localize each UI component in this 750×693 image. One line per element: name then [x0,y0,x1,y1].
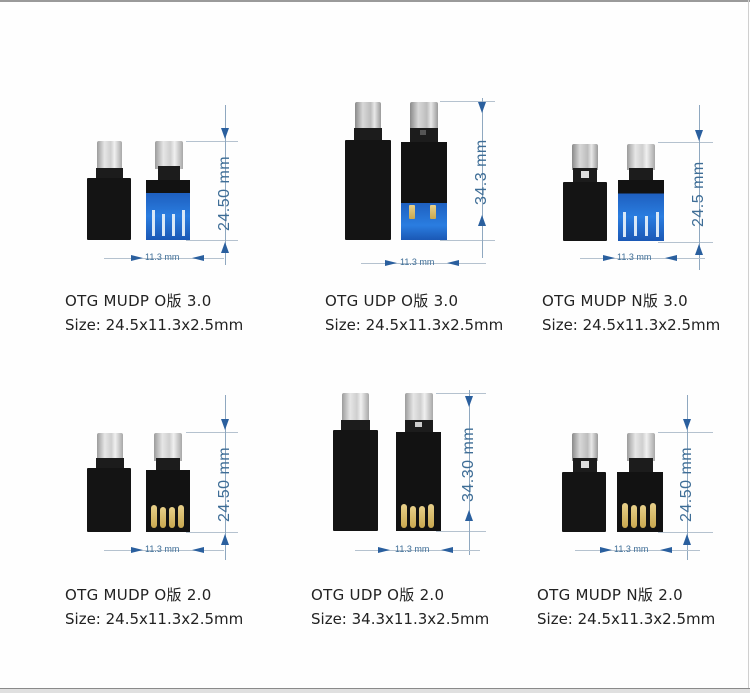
arrow-right-icon [385,260,397,266]
right-border [748,0,749,692]
width-dimension-label: 11.3 mm [614,544,649,554]
arrow-down-icon [695,130,703,141]
dimension-line-horizontal [575,550,700,551]
product-title: OTG MUDP O版 2.0 [65,586,212,604]
dimension-extension-bottom [436,531,486,532]
product-title: OTG MUDP N版 3.0 [542,292,688,310]
product-size: Size: 24.5x11.3x2.5mm [542,316,721,334]
arrow-right-icon [378,547,390,553]
dimension-line-vertical [687,395,688,560]
dimension-extension-bottom [440,240,495,241]
top-border [0,0,750,2]
arrow-right-icon [131,255,143,261]
dimension-line-vertical [225,105,226,265]
product-size: Size: 24.5x11.3x2.5mm [65,610,244,628]
arrow-left-icon [192,255,204,261]
width-dimension-label: 11.3 mm [400,257,435,267]
arrow-up-icon [695,244,703,255]
product-title: OTG MUDP N版 2.0 [537,586,683,604]
arrow-down-icon [465,396,473,407]
width-dimension-label: 11.3 mm [395,544,430,554]
dimension-line-vertical [699,105,700,270]
dimension-line-horizontal [104,550,224,551]
arrow-left-icon [665,255,677,261]
height-dimension-label: 24.50 mm [678,446,695,522]
dimension-extension-top [440,101,495,102]
product-size: Size: 24.5x11.3x2.5mm [65,316,244,334]
dimension-line-horizontal [580,258,705,259]
arrow-up-icon [221,242,229,253]
height-dimension-label: 34.3 mm [473,139,490,205]
arrow-up-icon [465,510,473,521]
dimension-line-horizontal [104,258,224,259]
arrow-right-icon [600,547,612,553]
arrow-up-icon [683,534,691,545]
dimension-extension-bottom [658,532,713,533]
product-size: Size: 34.3x11.3x2.5mm [311,610,490,628]
arrow-up-icon [478,215,486,226]
arrow-down-icon [221,419,229,430]
arrow-right-icon [603,255,615,261]
arrow-left-icon [447,260,459,266]
dimension-extension-top [186,432,238,433]
dimension-extension-top [436,393,486,394]
dimension-extension-bottom [658,242,713,243]
product-title: OTG UDP O版 2.0 [311,586,445,604]
width-dimension-label: 11.3 mm [617,252,652,262]
arrow-right-icon [131,547,143,553]
height-dimension-label: 34.30 mm [460,426,477,502]
dimension-extension-bottom [186,532,238,533]
product-title: OTG UDP O版 3.0 [325,292,459,310]
dimension-line-horizontal [355,550,480,551]
arrow-down-icon [683,419,691,430]
bottom-border [0,688,750,693]
height-dimension-label: 24.50 mm [216,155,233,231]
arrow-down-icon [478,102,486,113]
product-size: Size: 24.5x11.3x2.5mm [325,316,504,334]
arrow-left-icon [441,547,453,553]
arrow-down-icon [221,128,229,139]
dimension-extension-top [658,432,713,433]
dimension-line-vertical [482,98,483,258]
dimension-line-vertical [225,395,226,560]
arrow-left-icon [192,547,204,553]
height-dimension-label: 24.50 mm [216,446,233,522]
arrow-up-icon [221,534,229,545]
dimension-line-horizontal [361,263,486,264]
product-size: Size: 24.5x11.3x2.5mm [537,610,716,628]
height-dimension-label: 24.5 mm [690,161,707,227]
width-dimension-label: 11.3 mm [145,544,180,554]
dimension-extension-top [658,142,713,143]
dimension-extension-top [186,141,238,142]
dimension-line-vertical [469,390,470,555]
dimension-extension-bottom [186,240,238,241]
arrow-left-icon [660,547,672,553]
product-title: OTG MUDP O版 3.0 [65,292,212,310]
width-dimension-label: 11.3 mm [145,252,180,262]
